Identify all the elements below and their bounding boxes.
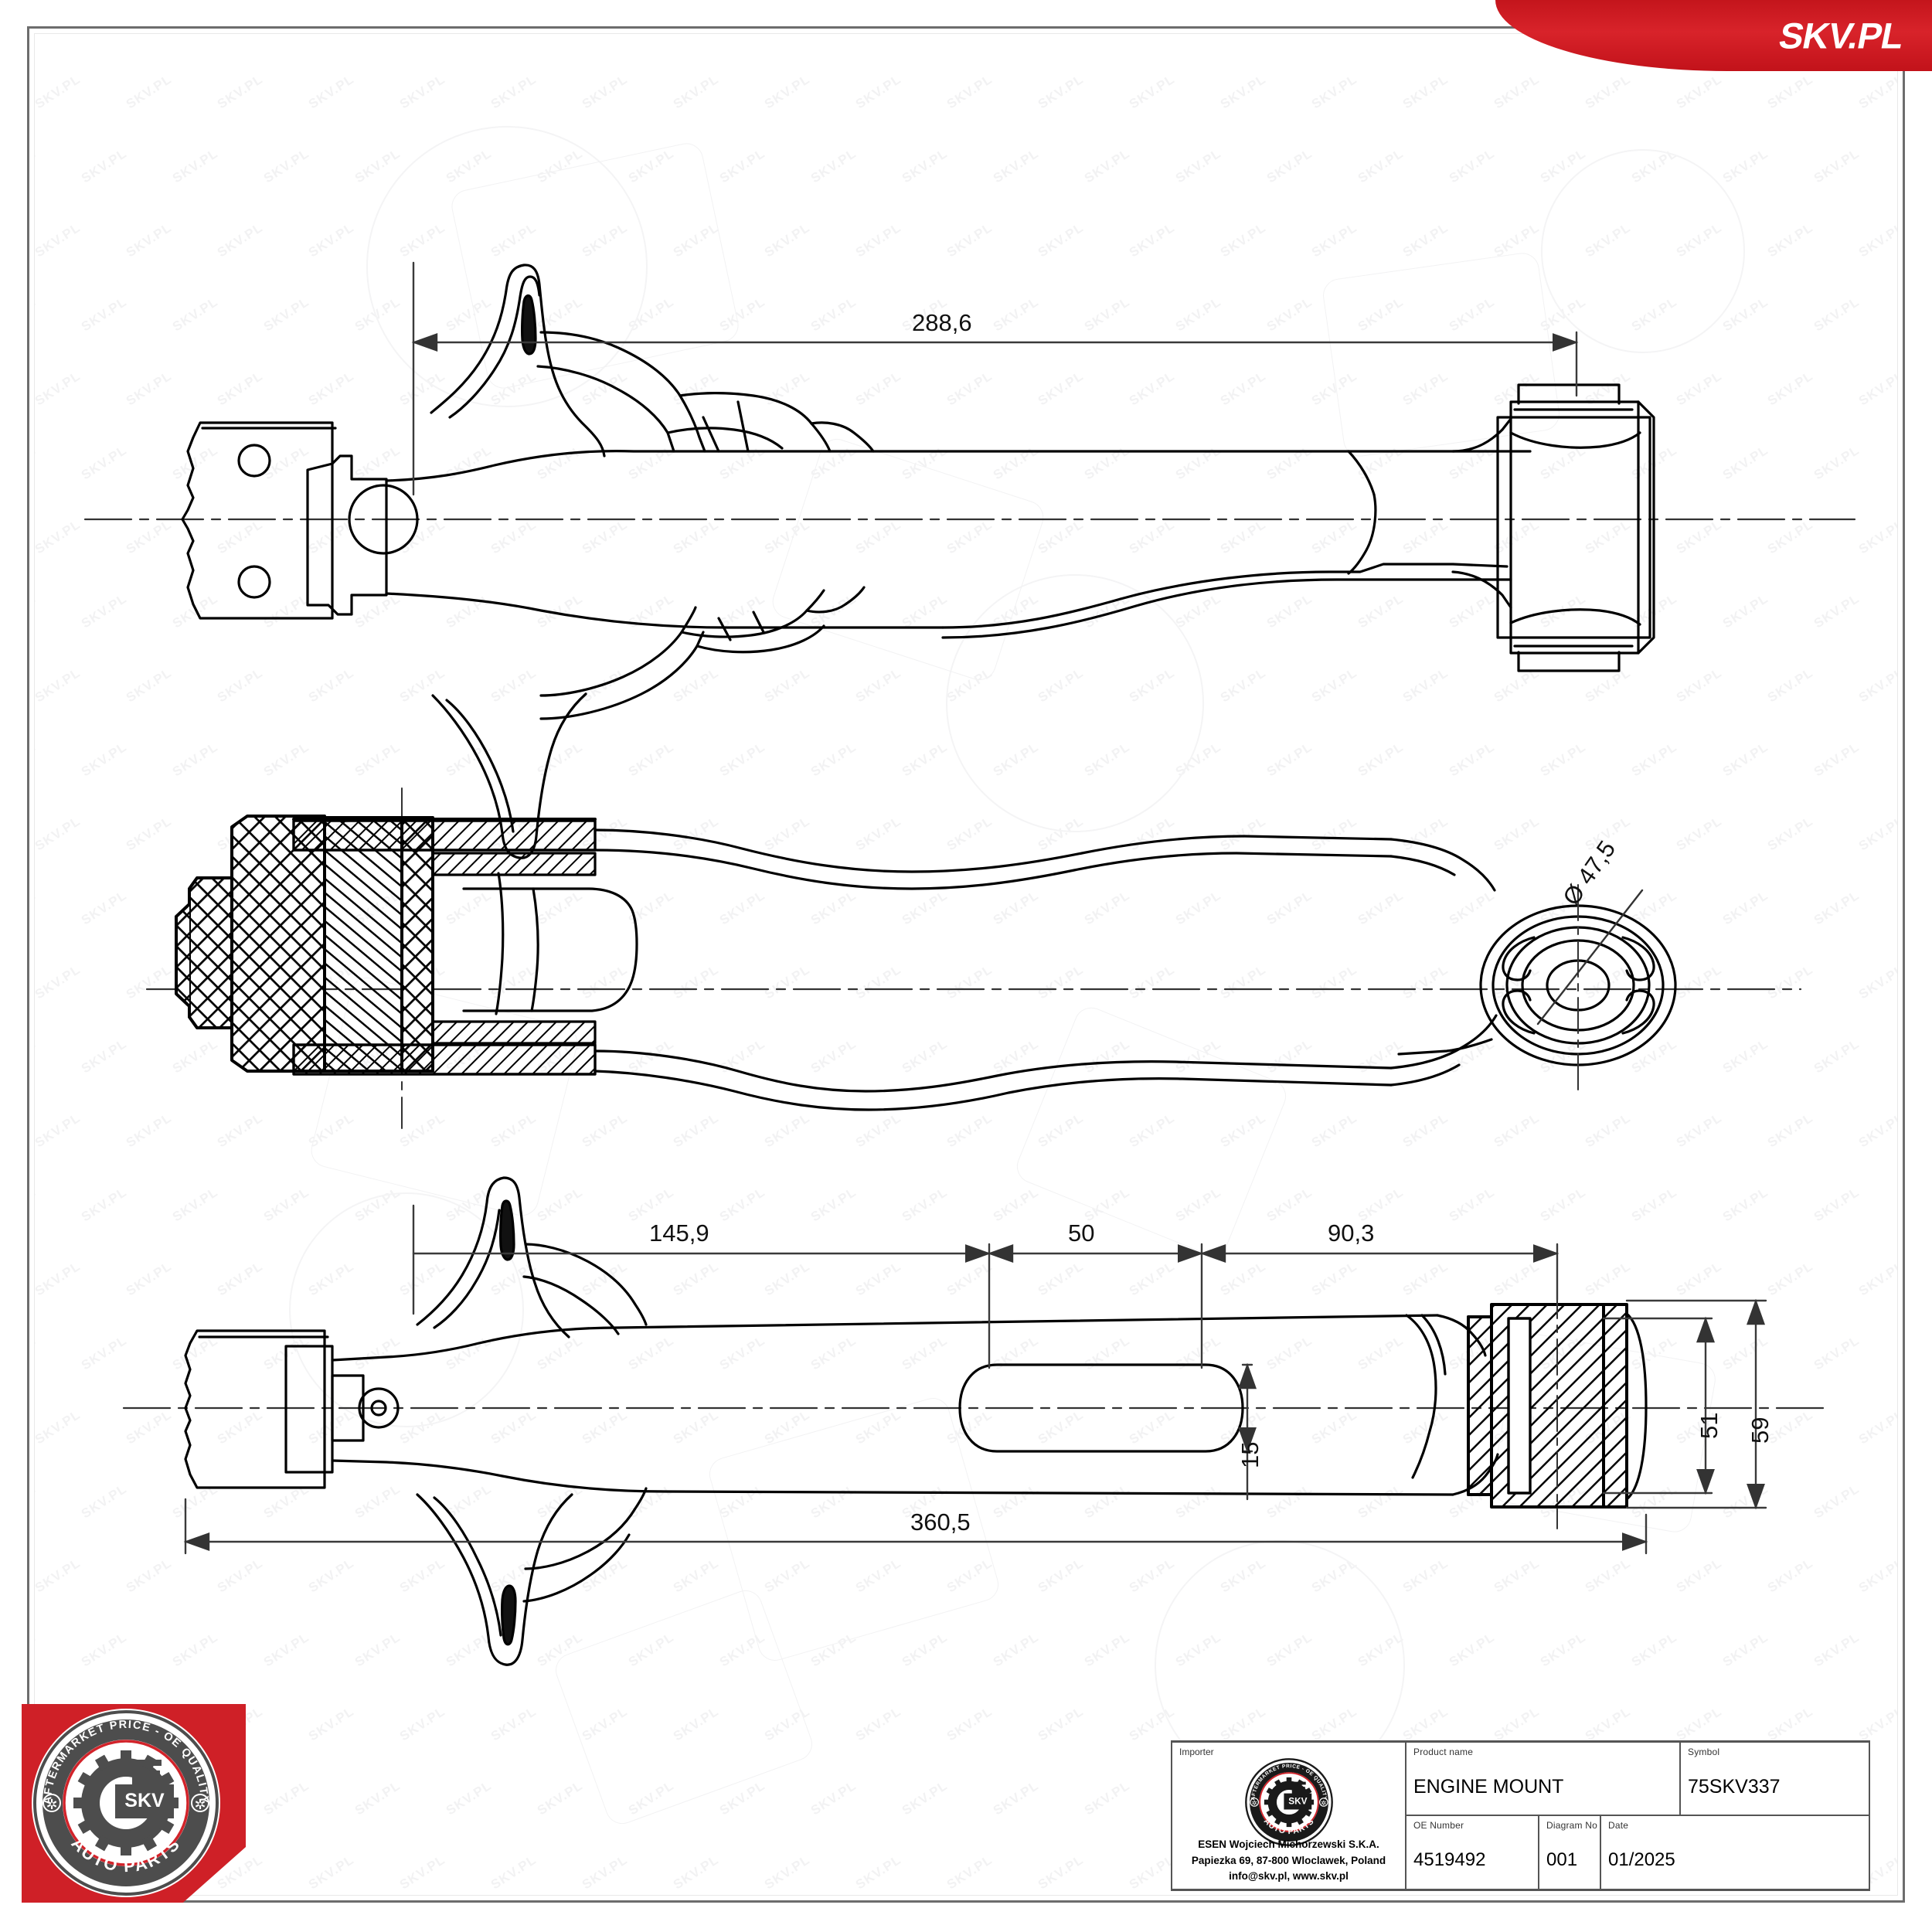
importer-address-block: ESEN Wojciech Michorzewski S.K.A. Papiez…	[1172, 1837, 1405, 1884]
oe-number-label: OE Number	[1413, 1820, 1464, 1831]
svg-text:SKV: SKV	[1288, 1795, 1307, 1806]
dim-label-288-6: 288,6	[912, 309, 972, 336]
dim-label-90-3: 90,3	[1328, 1219, 1375, 1247]
title-block-row-2: OE Number 4519492 Diagram No 001 Date 01…	[1406, 1816, 1869, 1889]
importer-company: ESEN Wojciech Michorzewski S.K.A.	[1198, 1838, 1379, 1851]
view-bottom	[122, 1176, 1825, 1666]
drawing-frame-outer	[27, 26, 1905, 1903]
dim-label-51: 51	[1696, 1412, 1723, 1439]
product-name-label: Product name	[1413, 1747, 1474, 1757]
date-cell: Date 01/2025	[1601, 1816, 1869, 1889]
drawing-frame-inner	[34, 33, 1898, 1896]
dim-label-360-5: 360,5	[910, 1509, 971, 1536]
symbol-label: Symbol	[1688, 1747, 1720, 1757]
product-name-cell: Product name ENGINE MOUNT	[1406, 1743, 1681, 1815]
brand-header-text: SKV.PL	[1775, 15, 1907, 56]
symbol-value: 75SKV337	[1688, 1776, 1781, 1798]
diagram-no-value: 001	[1546, 1849, 1578, 1870]
dim-label-15: 15	[1236, 1441, 1264, 1468]
importer-contact: info@skv.pl, www.skv.pl	[1229, 1869, 1349, 1882]
diagram-no-cell: Diagram No 001	[1539, 1816, 1601, 1889]
brand-header: SKV.PL	[1495, 0, 1932, 71]
title-block-badge: SKV AFTERMARKET PRICE - OE QUALITY AUTO …	[1243, 1757, 1335, 1848]
svg-text:SKV: SKV	[124, 1790, 165, 1811]
importer-label: Importer	[1179, 1747, 1214, 1757]
view-section	[145, 787, 1802, 1129]
svg-text:✲: ✲	[1321, 1799, 1326, 1807]
view-top	[83, 261, 1856, 859]
symbol-cell: Symbol 75SKV337	[1681, 1743, 1869, 1815]
product-name-value: ENGINE MOUNT	[1413, 1776, 1564, 1798]
importer-address: Papiezka 69, 87-800 Wloclawek, Poland	[1191, 1854, 1386, 1866]
svg-text:✲: ✲	[46, 1797, 57, 1812]
title-block-importer-cell: Importer	[1172, 1743, 1406, 1889]
diagram-no-label: Diagram No	[1546, 1820, 1598, 1831]
svg-text:✲: ✲	[194, 1797, 206, 1812]
date-label: Date	[1608, 1820, 1629, 1831]
skv-auto-parts-badge: SKV AFTERMARKET PRICE - OE QUALITY AUTO …	[29, 1706, 223, 1900]
dim-label-145-9: 145,9	[649, 1219, 709, 1247]
date-value: 01/2025	[1608, 1849, 1675, 1870]
title-block-row-1: Product name ENGINE MOUNT Symbol 75SKV33…	[1406, 1743, 1869, 1816]
svg-text:✲: ✲	[1251, 1799, 1257, 1807]
dim-label-50: 50	[1068, 1219, 1095, 1247]
title-block: Importer	[1171, 1740, 1870, 1891]
title-block-fields: Product name ENGINE MOUNT Symbol 75SKV33…	[1406, 1743, 1869, 1889]
dim-label-59: 59	[1747, 1417, 1774, 1444]
oe-number-value: 4519492	[1413, 1849, 1486, 1870]
oe-number-cell: OE Number 4519492	[1406, 1816, 1539, 1889]
